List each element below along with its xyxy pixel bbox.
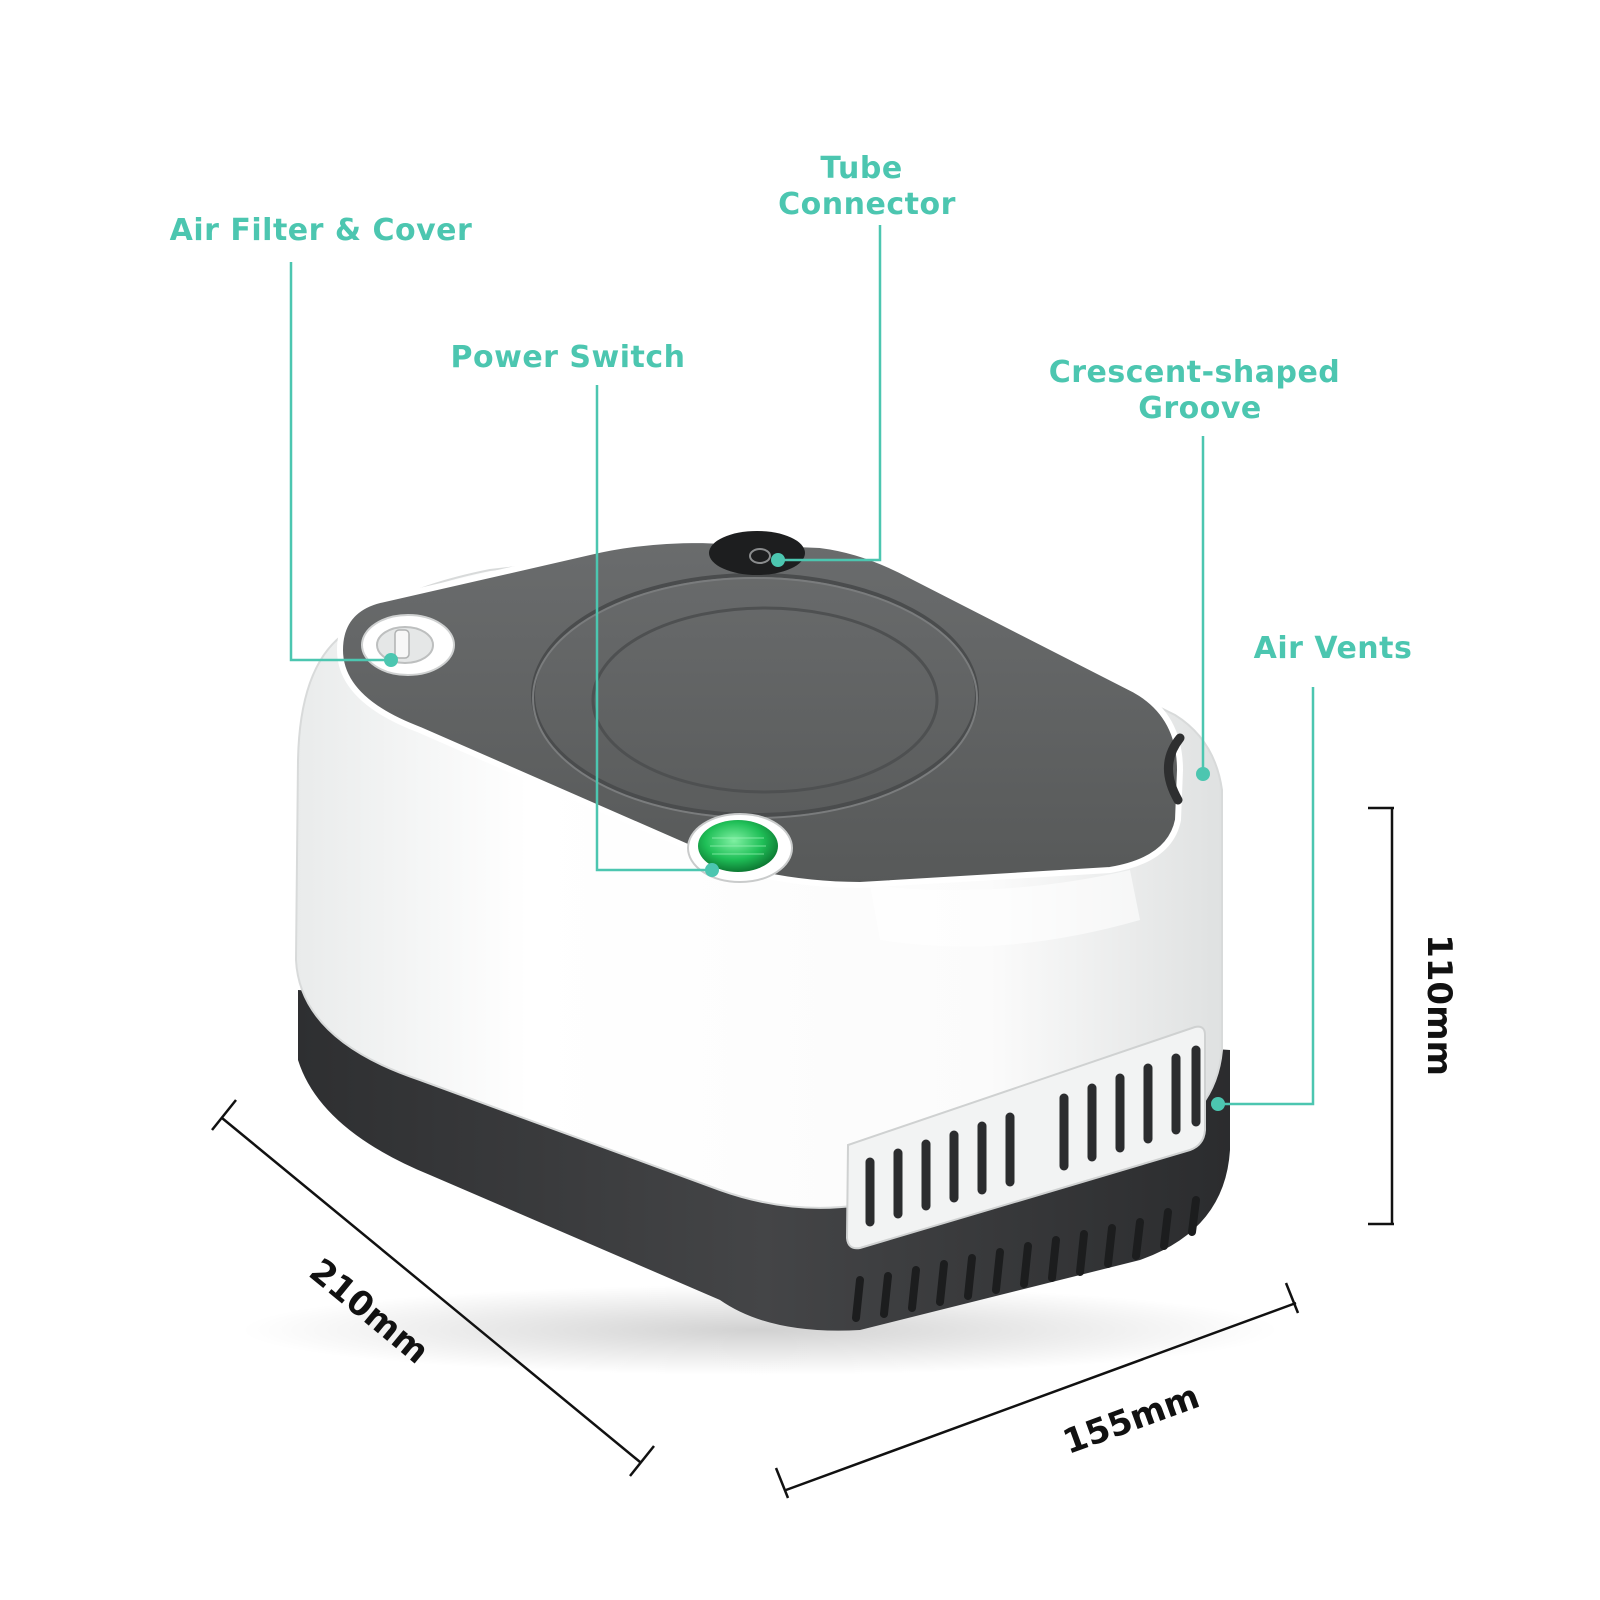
callout-dot-power-switch [705, 863, 719, 877]
callout-dot-tube-connector [771, 553, 785, 567]
air-filter-cover [361, 614, 455, 676]
dim-label-width: 155mm [1058, 1377, 1205, 1463]
label-air-vents: Air Vents [1254, 631, 1413, 666]
callout-line-air-filter [289, 262, 388, 662]
base-vents [852, 1196, 1200, 1322]
dim-line-depth [221, 1117, 641, 1463]
label-tube-connector-line1: Tube [820, 151, 902, 186]
label-air-filter: Air Filter & Cover [170, 213, 473, 248]
label-crescent-groove-line2: Groove [1138, 391, 1262, 426]
air-vents-slots [865, 1045, 1201, 1227]
dim-line-width [785, 1301, 1297, 1492]
callout-line-power-switch [595, 385, 710, 872]
dimension-lines [211, 806, 1394, 1499]
label-tube-connector-line2: Connector [778, 187, 956, 222]
label-power-switch: Power Switch [451, 340, 686, 375]
callout-dot-air-vents [1211, 1097, 1225, 1111]
ground-shadow [240, 1285, 1280, 1375]
callout-dots [384, 553, 1225, 1111]
label-crescent-groove: Crescent-shaped Groove [1049, 355, 1352, 426]
callout-line-air-vents [1220, 687, 1315, 1106]
nebulizer-device [294, 531, 1230, 1331]
top-ring-inner [591, 606, 939, 794]
crescent-groove [1164, 733, 1185, 805]
callout-lines [289, 225, 1315, 1106]
power-switch [687, 813, 793, 883]
dim-label-height: 110mm [1419, 934, 1459, 1076]
tube-connector [709, 531, 805, 575]
body-highlight [870, 870, 1140, 947]
callout-line-tube-connector [778, 225, 882, 562]
callout-dot-crescent [1196, 767, 1210, 781]
label-crescent-groove-line1: Crescent-shaped [1049, 355, 1341, 390]
label-tube-connector: Tube Connector [778, 151, 956, 222]
callout-dot-air-filter [384, 653, 398, 667]
